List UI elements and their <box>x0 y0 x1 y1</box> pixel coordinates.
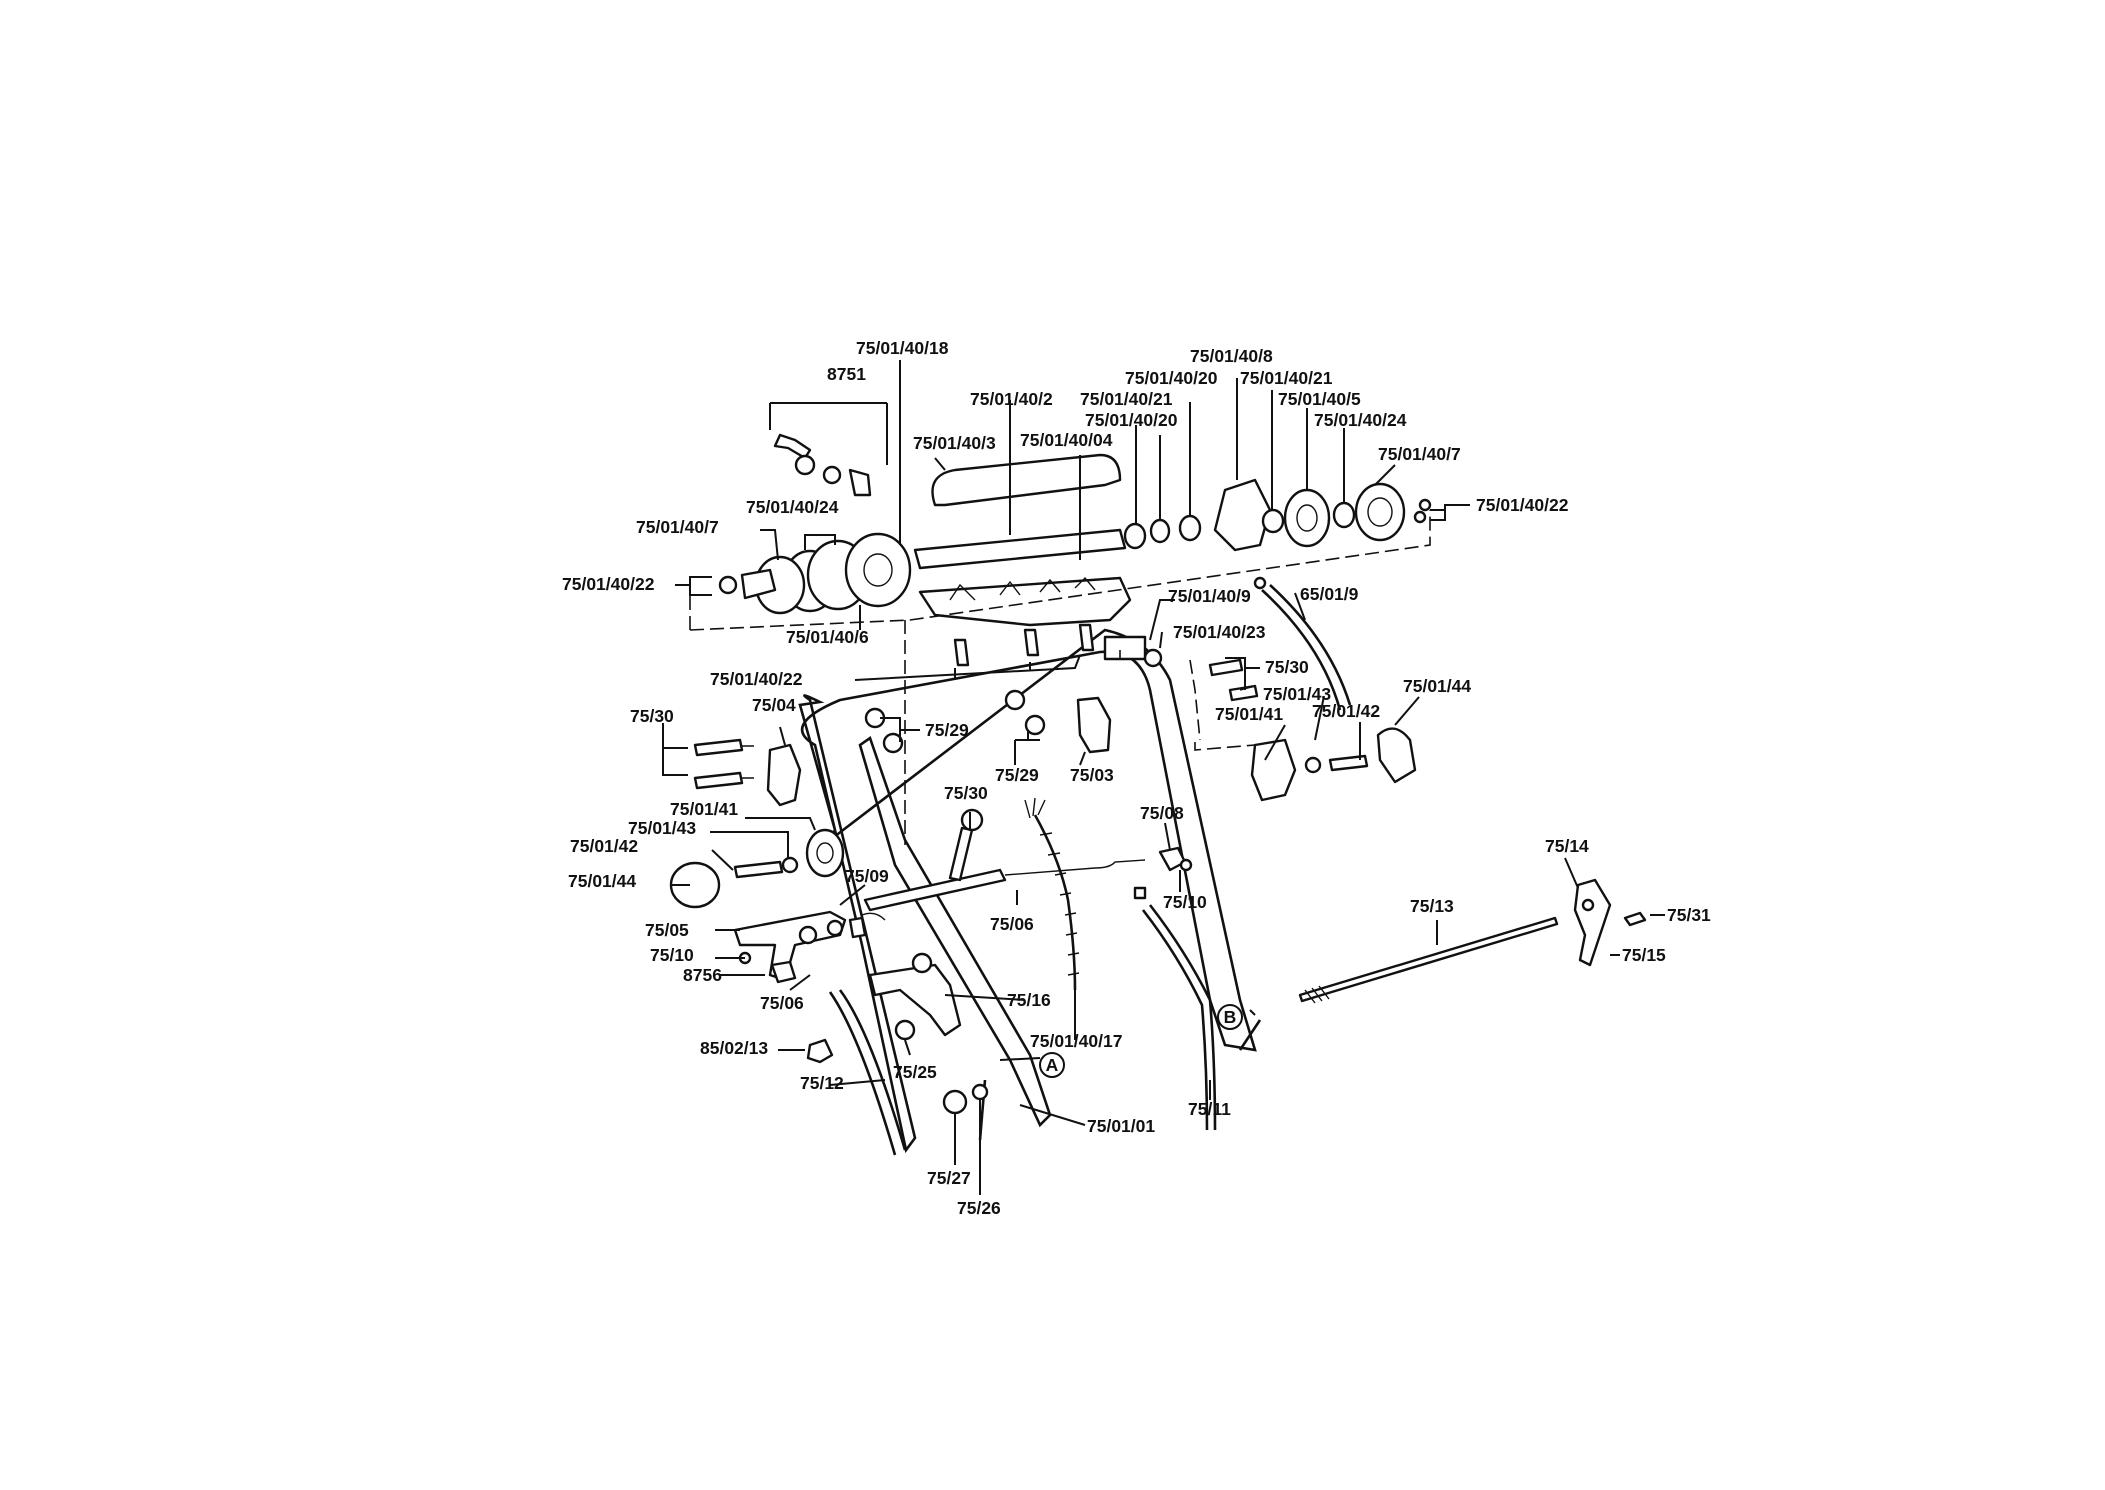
part-label: 75/29 <box>995 765 1039 785</box>
part-label: 75/01/40/21 <box>1080 389 1173 409</box>
side-plates <box>669 623 1417 909</box>
part-label: 75/13 <box>1410 896 1454 916</box>
part-label: 75/01/40/04 <box>1020 430 1113 450</box>
part-label: 75/31 <box>1667 905 1711 925</box>
marker-a: A <box>1039 1052 1065 1078</box>
part-label: 75/01/43 <box>628 818 696 838</box>
part-label: 75/25 <box>893 1062 937 1082</box>
top-cover-part <box>931 453 1122 507</box>
part-label: 75/01/44 <box>568 871 636 891</box>
part-label: 75/01/40/22 <box>1476 495 1569 515</box>
holder-part <box>1103 635 1147 661</box>
part-label: 75/30 <box>944 783 988 803</box>
marker-b-text: B <box>1224 1007 1237 1027</box>
part-label: 85/02/13 <box>700 1038 768 1058</box>
marker-b: B <box>1217 1004 1243 1030</box>
part-label: 75/01/40/18 <box>856 338 949 358</box>
part-label: 75/01/40/3 <box>913 433 996 453</box>
part-label: 75/01/40/20 <box>1085 410 1178 430</box>
part-label: 75/01/42 <box>570 836 638 856</box>
part-label: 75/01/40/6 <box>786 627 869 647</box>
part-label: 75/01/40/20 <box>1125 368 1218 388</box>
part-label: 75/16 <box>1007 990 1051 1010</box>
part-label: 75/30 <box>630 706 674 726</box>
top-housing-assembly <box>913 453 1147 661</box>
part-label: 65/01/9 <box>1300 584 1359 604</box>
right-roller-stack <box>1123 478 1432 552</box>
part-label: 75/10 <box>1163 892 1207 912</box>
marker-a-text: A <box>1046 1055 1059 1075</box>
part-label: 75/01/40/22 <box>710 669 803 689</box>
part-label: 8756 <box>683 965 722 985</box>
assembly-dashed-lines <box>689 510 1431 845</box>
part-label: 75/01/44 <box>1403 676 1471 696</box>
part-label: 75/26 <box>957 1198 1001 1218</box>
part-label: 75/10 <box>650 945 694 965</box>
left-roller-stack <box>718 433 912 615</box>
part-label: 75/01/40/9 <box>1168 586 1251 606</box>
part-label: 75/09 <box>845 866 889 886</box>
part-label: 8751 <box>827 364 866 384</box>
part-label: 75/12 <box>800 1073 844 1093</box>
part-label: 75/01/40/17 <box>1030 1031 1122 1051</box>
part-label: 75/11 <box>1188 1099 1231 1119</box>
part-label: 75/01/40/21 <box>1240 368 1333 388</box>
part-label: 75/15 <box>1622 945 1666 965</box>
part-labels: 8751 75/01/40/18 75/01/40/2 75/01/40/3 7… <box>562 338 1711 1218</box>
part-label: 75/01/40/5 <box>1278 389 1361 409</box>
part-label: 75/01/01 <box>1087 1116 1155 1136</box>
part-label: 75/05 <box>645 920 689 940</box>
part-label: 75/01/40/7 <box>1378 444 1461 464</box>
part-label: 75/01/41 <box>670 799 738 819</box>
part-label: 75/06 <box>990 914 1034 934</box>
part-label: 75/14 <box>1545 836 1589 856</box>
part-label: 75/27 <box>927 1168 971 1188</box>
lower-tray-part <box>918 576 1132 627</box>
part-label: 75/01/42 <box>1312 701 1380 721</box>
part-label: 75/01/40/2 <box>970 389 1053 409</box>
part-label: 75/01/40/22 <box>562 574 655 594</box>
part-label: 75/04 <box>752 695 796 715</box>
part-label: 75/01/40/7 <box>636 517 719 537</box>
rod-part <box>913 528 1127 570</box>
part-label: 75/06 <box>760 993 804 1013</box>
part-label: 75/01/40/23 <box>1173 622 1266 642</box>
leader-lines <box>662 360 1665 1195</box>
part-label: 75/08 <box>1140 803 1184 823</box>
part-label: 75/01/43 <box>1263 684 1331 704</box>
levers-and-cables <box>733 576 1647 1156</box>
part-label: 75/01/40/24 <box>1314 410 1407 430</box>
part-label: 75/01/40/8 <box>1190 346 1273 366</box>
part-label: 75/29 <box>925 720 969 740</box>
part-label: 75/01/40/24 <box>746 497 839 517</box>
part-label: 75/30 <box>1265 657 1309 677</box>
part-label: 75/01/41 <box>1215 704 1283 724</box>
part-label: 75/03 <box>1070 765 1114 785</box>
